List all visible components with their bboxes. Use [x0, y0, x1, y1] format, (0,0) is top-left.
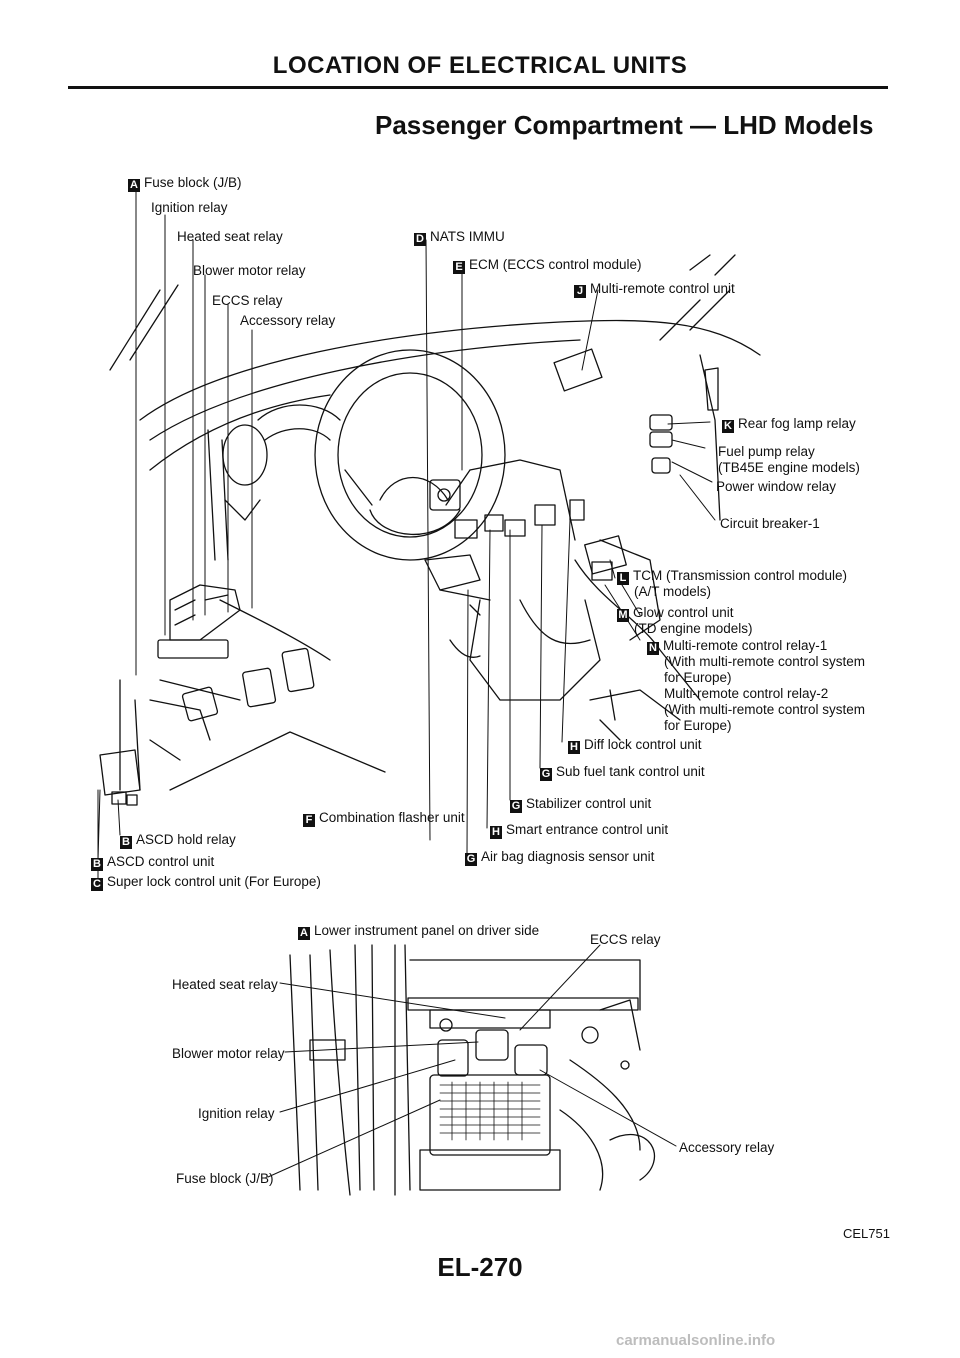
label-multi-remote-relay-2: Multi-remote control relay-2 — [664, 686, 829, 701]
page-number: EL-270 — [437, 1252, 523, 1282]
label-lower-accessory-relay: Accessory relay — [679, 1140, 775, 1155]
page-subtitle: Passenger Compartment — LHD Models — [375, 110, 874, 140]
bottom-leader-lines — [267, 944, 677, 1178]
label-fuel-pump-relay: Fuel pump relay — [718, 444, 815, 459]
label-power-window-relay: Power window relay — [716, 479, 837, 494]
figure-code: CEL751 — [843, 1226, 890, 1241]
label-multi-remote-relay-2-note2: for Europe) — [664, 718, 732, 733]
label-accessory-relay: Accessory relay — [240, 313, 336, 328]
label-lower-fuse-block: Fuse block (J/B) — [176, 1171, 274, 1186]
label-tcm-note: (A/T models) — [634, 584, 712, 599]
label-lower-ignition-relay: Ignition relay — [198, 1106, 275, 1121]
label-fuel-pump-relay-note: (TB45E engine models) — [718, 460, 860, 475]
label-blower-motor-relay: Blower motor relay — [193, 263, 306, 278]
label-lower-eccs-relay: ECCS relay — [590, 932, 661, 947]
label-multi-remote-relay-1-note: (With multi-remote control system — [664, 654, 866, 669]
label-eccs-relay: ECCS relay — [212, 293, 283, 308]
top-leader-lines — [97, 189, 716, 881]
section-title: LOCATION OF ELECTRICAL UNITS — [272, 52, 688, 79]
label-circuit-breaker: Circuit breaker-1 — [720, 516, 820, 531]
label-multi-remote-relay-2-note: (With multi-remote control system — [664, 702, 866, 717]
lower-panel-illustration — [289, 944, 656, 1196]
section-divider — [68, 86, 888, 89]
watermark-text: carmanualsonline.info — [616, 1332, 776, 1349]
label-ignition-relay: Ignition relay — [151, 200, 228, 215]
dashboard-outline — [99, 254, 761, 806]
label-glow-control-note: (TD engine models) — [634, 621, 753, 636]
label-lower-blower-motor-relay: Blower motor relay — [172, 1046, 285, 1061]
label-heated-seat-relay: Heated seat relay — [177, 229, 283, 244]
label-lower-heated-seat-relay: Heated seat relay — [172, 977, 278, 992]
label-multi-remote-relay-1-note2: for Europe) — [664, 670, 732, 685]
